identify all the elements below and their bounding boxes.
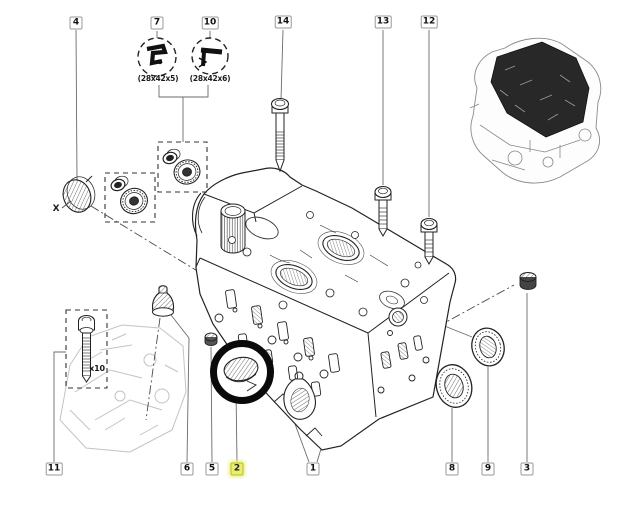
head-bolt-set-11: [65, 309, 108, 389]
filler-tower: [220, 203, 246, 254]
callout-7[interactable]: 7: [150, 16, 164, 30]
seal-9: [471, 327, 505, 367]
seal-size-label-7: (28x42x5): [137, 74, 179, 83]
axis-lines: [90, 205, 515, 421]
engine-highlighted-section: [490, 41, 590, 138]
cap-plug-5: [204, 332, 218, 346]
bolt-12: [420, 217, 438, 266]
deck-ports: [245, 216, 405, 310]
callout-12[interactable]: 12: [420, 15, 438, 29]
highlighted-part-2: [210, 340, 274, 404]
highlight-ring: [210, 340, 274, 404]
engine-thumbnail: [469, 37, 602, 184]
seal-detail-10: [191, 37, 229, 75]
seal-group-upper: [157, 141, 208, 193]
callout-2[interactable]: 2: [230, 462, 244, 476]
bolt-quantity-label: x10: [89, 364, 105, 373]
callout-14[interactable]: 14: [274, 15, 292, 29]
callout-4[interactable]: 4: [69, 16, 83, 30]
bolt-14: [270, 97, 290, 173]
seal-8: [435, 364, 473, 408]
valve-stem-seal-6: [151, 285, 175, 317]
plug-3: [519, 272, 537, 290]
right-end-face: [377, 307, 430, 394]
callout-1[interactable]: 1: [306, 462, 320, 476]
faint-reference-sketch: [59, 324, 187, 453]
seal-group-lower: [104, 172, 156, 223]
callout-8[interactable]: 8: [445, 462, 459, 476]
callout-11[interactable]: 11: [45, 462, 63, 476]
callout-3[interactable]: 3: [520, 462, 534, 476]
callout-6[interactable]: 6: [180, 462, 194, 476]
cylinder-head: [192, 167, 457, 451]
blanking-disc-x: [61, 175, 96, 213]
callout-10[interactable]: 10: [201, 16, 219, 30]
callout-9[interactable]: 9: [481, 462, 495, 476]
bracket-part-1: [283, 371, 316, 420]
bolt-13: [374, 185, 392, 238]
callout-13[interactable]: 13: [374, 15, 392, 29]
seal-detail-7: [137, 37, 177, 77]
seal-size-label-10: (28x42x6): [189, 74, 231, 83]
callout-5[interactable]: 5: [205, 462, 219, 476]
x-marker: X: [52, 204, 60, 214]
